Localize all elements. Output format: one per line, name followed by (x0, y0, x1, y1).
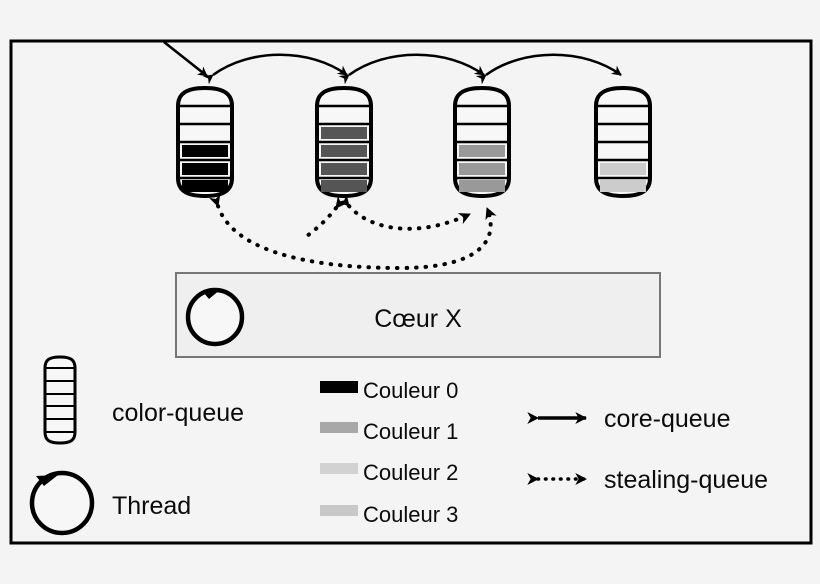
legend-label-couleur-2: Couleur 2 (363, 460, 458, 485)
queue-4-slot-5 (600, 163, 646, 175)
core-box-frame (175, 272, 661, 358)
core-queue-arc-2 (338, 53, 485, 85)
legend-thread-label: Thread (112, 492, 191, 520)
legend-label-couleur-3: Couleur 3 (363, 502, 458, 527)
queue-1-slot-4 (182, 145, 228, 157)
legend-label-couleur-1: Couleur 1 (363, 419, 458, 444)
queue-3-slot-6 (459, 180, 505, 192)
core-queue-arrows (202, 53, 622, 85)
color-queue-2[interactable] (315, 85, 373, 199)
legend-swatch-couleur-2 (320, 463, 358, 474)
thread-loop-icon-legend (29, 470, 95, 536)
thread-loop-icon (185, 287, 245, 347)
core-queue-arc-3 (475, 53, 622, 85)
queue-2-slot-3 (321, 127, 367, 139)
queue-3-slot-4 (459, 145, 505, 157)
legend-swatch-couleur-0 (320, 381, 358, 393)
incoming-task-arrow (163, 40, 208, 78)
stealing-arc-mid (337, 193, 472, 231)
queue-2-slot-6 (321, 180, 367, 192)
legend-label-stealing-queue: stealing-queue (604, 466, 768, 494)
color-queue-icon (43, 355, 77, 445)
legend-arrow-types: core-queue stealing-queue (527, 405, 768, 494)
queue-1-slot-6 (182, 180, 228, 192)
legend-swatch-couleur-3 (320, 505, 358, 516)
core-box-label: Cœur X (374, 305, 462, 333)
queue-3-slot-5 (459, 163, 505, 175)
legend-color-queue-label: color-queue (112, 399, 244, 427)
queue-4-slot-6 (600, 180, 646, 192)
stealing-queue-arrows (208, 193, 497, 271)
legend-label-core-queue: core-queue (604, 405, 730, 433)
color-queue-1[interactable] (176, 85, 234, 199)
legend-swatch-couleur-1 (320, 422, 358, 433)
core-box[interactable]: Cœur X (175, 272, 661, 358)
color-queue-4[interactable] (594, 85, 652, 199)
legend-color-queue-item: color-queue (43, 355, 244, 445)
queue-2-slot-4 (321, 145, 367, 157)
core-queue-arc-1 (202, 53, 348, 85)
color-queue-3[interactable] (453, 85, 511, 199)
legend-thread-item: Thread (29, 470, 191, 536)
queue-2-slot-5 (321, 163, 367, 175)
legend-label-couleur-0: Couleur 0 (363, 378, 458, 403)
queue-1-slot-5 (182, 163, 228, 175)
legend-colors: Couleur 0 Couleur 1 Couleur 2 Couleur 3 (320, 378, 458, 527)
